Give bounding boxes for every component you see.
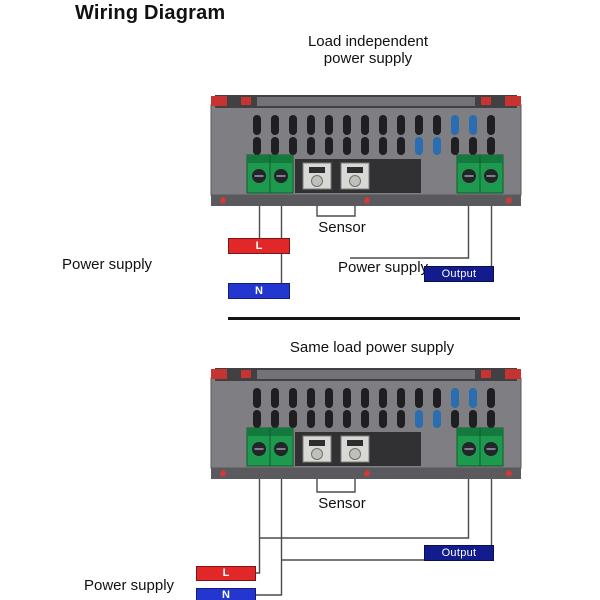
wire-sensor-loop-top [316, 206, 356, 217]
top-section-heading: Load independent power supply [268, 33, 468, 67]
sensor-label-top: Sensor [318, 219, 366, 236]
wire-live-bottom [256, 479, 261, 574]
live-line-tag-bottom: L [196, 566, 256, 581]
controller-back-panel-top [210, 94, 522, 207]
neutral-line-tag-bottom: N [196, 588, 256, 600]
wire-sensor-loop-bottom [316, 479, 356, 493]
top-heading-line2: power supply [323, 50, 413, 67]
output-tag-bottom: Output [424, 545, 494, 561]
power-supply-input-label-bottom: Power supply [84, 577, 175, 594]
section-divider [228, 317, 520, 320]
output-tag-top: Output [424, 266, 494, 282]
wires-bottom-diagram [256, 479, 493, 596]
bottom-section-heading: Same load power supply [289, 339, 455, 356]
sensor-label-bottom: Sensor [318, 495, 366, 512]
power-supply-input-label-top: Power supply [62, 256, 153, 273]
wire-neutral-bottom [256, 479, 283, 596]
wire-relay-to-supply-top [350, 206, 470, 259]
top-heading-line1: Load independent [307, 33, 429, 50]
wires-top-diagram [258, 206, 493, 291]
controller-back-panel-bottom [210, 367, 522, 480]
load-power-supply-label-top: Power supply [338, 259, 429, 276]
page-title: Wiring Diagram [75, 2, 226, 24]
neutral-line-tag-top: N [228, 283, 290, 299]
wire-live-bus-bottom [259, 479, 470, 539]
live-line-tag-top: L [228, 238, 290, 254]
